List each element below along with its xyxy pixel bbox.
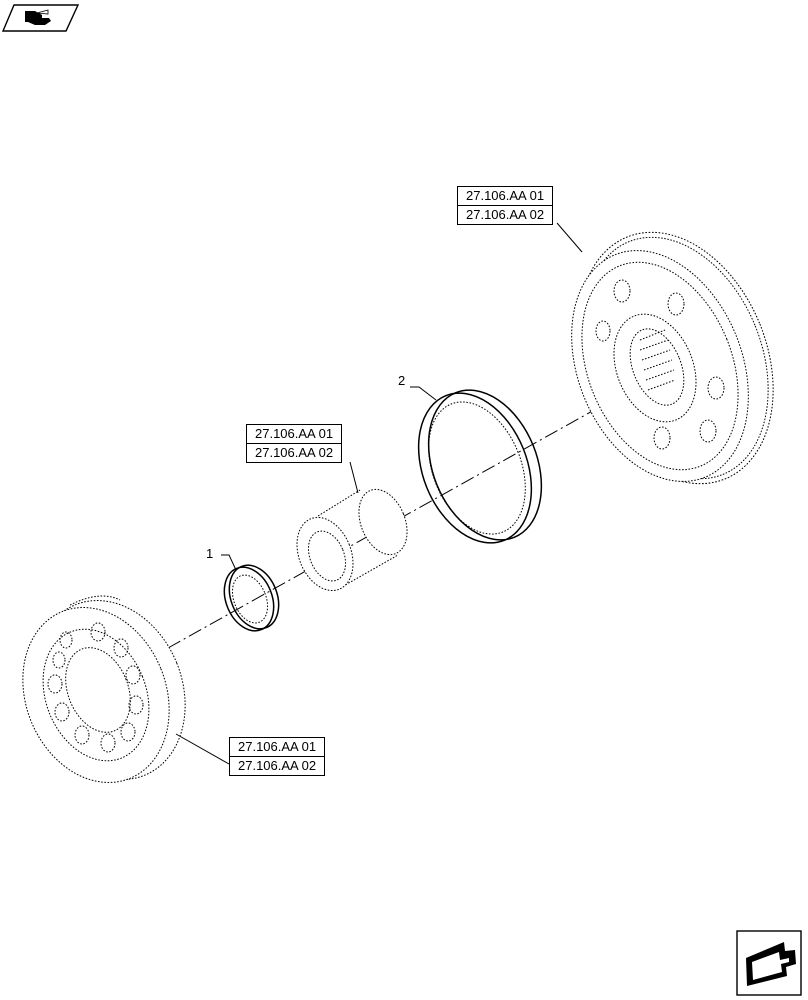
spur-gear (571, 231, 774, 485)
next-arrow-icon[interactable] (736, 930, 802, 996)
reference-box-spacer[interactable]: 27.106.AA 01 27.106.AA 02 (246, 424, 343, 463)
reference-box-bearing[interactable]: 27.106.AA 01 27.106.AA 02 (229, 737, 326, 776)
reference-code[interactable]: 27.106.AA 01 (238, 739, 317, 754)
callout-2[interactable]: 2 (398, 373, 406, 388)
book-hand-icon[interactable] (1, 4, 80, 32)
reference-code[interactable]: 27.106.AA 02 (458, 205, 553, 224)
leader-lines (175, 222, 583, 765)
reference-code[interactable]: 27.106.AA 01 (255, 426, 334, 441)
spacer-sleeve (296, 488, 408, 592)
reference-code[interactable]: 27.106.AA 02 (247, 443, 342, 462)
callout-1[interactable]: 1 (206, 546, 214, 561)
reference-code[interactable]: 27.106.AA 02 (230, 756, 325, 775)
bearing-assembly (22, 595, 186, 783)
snap-ring (223, 564, 280, 632)
reference-box-gear[interactable]: 27.106.AA 01 27.106.AA 02 (457, 186, 554, 225)
thrust-ring (417, 389, 543, 544)
reference-code[interactable]: 27.106.AA 01 (466, 188, 545, 203)
